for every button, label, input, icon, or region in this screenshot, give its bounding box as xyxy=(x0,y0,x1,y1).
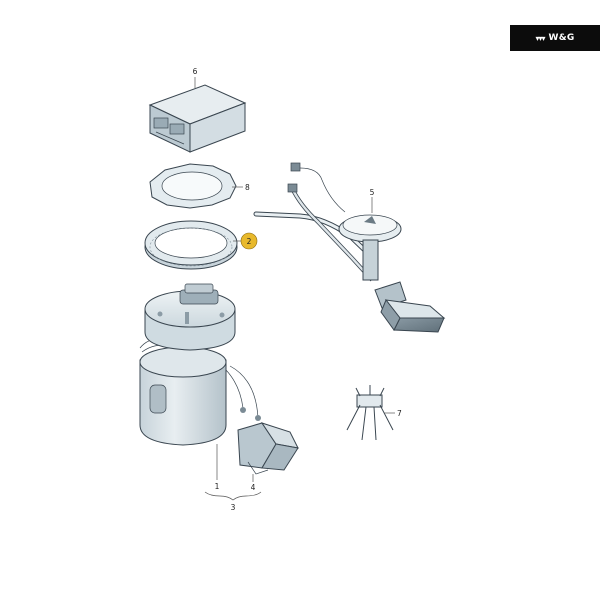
leader-lines xyxy=(194,77,395,501)
callout-7: 7 xyxy=(397,409,402,418)
callout-6: 6 xyxy=(193,67,198,76)
fuel-pump-unit xyxy=(139,283,261,446)
brand-logo-icon: ▾▾▾ xyxy=(535,33,545,43)
callout-1: 1 xyxy=(215,482,220,491)
locking-ring xyxy=(144,220,238,270)
brand-logo-text: W&G xyxy=(548,33,575,43)
highlight-marker xyxy=(240,232,258,250)
callout-4: 4 xyxy=(251,483,256,492)
callout-8: 8 xyxy=(245,183,250,192)
callout-2: 2 xyxy=(247,237,252,246)
level-sensor xyxy=(237,422,299,475)
retaining-clip xyxy=(346,385,394,441)
control-unit xyxy=(148,84,247,153)
suction-jet-assembly xyxy=(253,162,446,333)
callout-5: 5 xyxy=(370,188,375,197)
gasket xyxy=(149,163,237,209)
brand-logo-badge: ▾▾▾ W&G xyxy=(510,25,600,51)
callout-3: 3 xyxy=(231,503,236,512)
